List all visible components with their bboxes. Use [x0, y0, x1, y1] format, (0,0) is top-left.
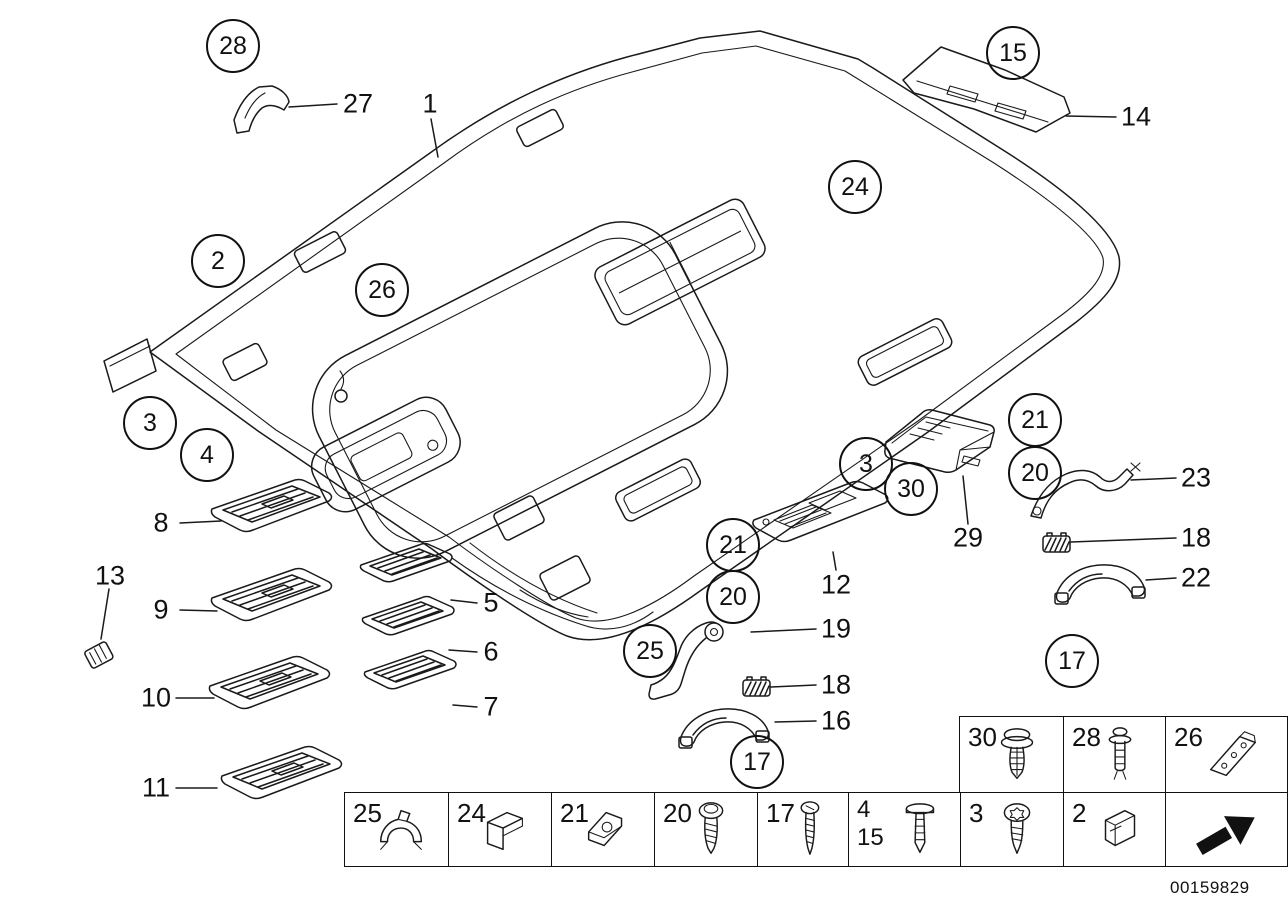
- expanding-rivet-washer-icon: [1000, 727, 1033, 779]
- part-10-sunblind-panel: [208, 655, 331, 710]
- part-9-sunblind-panel: [210, 567, 333, 622]
- callout-18-mid[interactable]: 18: [820, 669, 852, 700]
- callout-9[interactable]: 9: [153, 594, 169, 625]
- callout-29[interactable]: 29: [952, 522, 984, 553]
- callout-17-mid[interactable]: 17: [730, 735, 784, 789]
- legend-cell-number: 2: [1072, 798, 1087, 828]
- callout-1[interactable]: 1: [422, 88, 438, 119]
- callout-10[interactable]: 10: [140, 682, 172, 713]
- headliner-panel: [103, 30, 1121, 641]
- callout-25[interactable]: 25: [623, 624, 677, 678]
- callout-12[interactable]: 12: [820, 569, 852, 600]
- legend-cell-number-top: 4: [857, 796, 871, 823]
- callout-3-mid[interactable]: 3: [839, 437, 893, 491]
- blind-rivet-icon: [1108, 726, 1131, 780]
- legend-cell-number: 28: [1072, 722, 1101, 752]
- mounting-bracket-icon: [1209, 730, 1256, 776]
- legend-cell-17[interactable]: 17: [757, 793, 848, 866]
- callout-26[interactable]: 26: [355, 263, 409, 317]
- legend-cell-number: 21: [560, 798, 589, 828]
- legend-cell-30[interactable]: 30: [960, 717, 1063, 794]
- callout-28[interactable]: 28: [206, 19, 260, 73]
- tapping-screw-icon: [800, 800, 819, 855]
- callout-4[interactable]: 4: [180, 428, 234, 482]
- legend-cell-number: 3: [969, 798, 984, 828]
- legend-cell-number-bottom: 15: [857, 823, 884, 851]
- legend-cell-number: 25: [353, 798, 382, 828]
- callout-20-mid[interactable]: 20: [706, 570, 760, 624]
- callout-20-right[interactable]: 20: [1008, 446, 1062, 500]
- part-22-grab-handle: [1054, 564, 1146, 605]
- part-13-clip: [84, 641, 114, 669]
- callout-3-left[interactable]: 3: [123, 396, 177, 450]
- part-5-cover-panel: [359, 542, 453, 583]
- part-19-bracket: [648, 621, 724, 700]
- legend-cell-25[interactable]: 25: [345, 793, 448, 866]
- callout-14[interactable]: 14: [1120, 101, 1152, 132]
- callout-24[interactable]: 24: [828, 160, 882, 214]
- callout-21-right[interactable]: 21: [1008, 393, 1062, 447]
- callout-16[interactable]: 16: [820, 705, 852, 736]
- legend-cell-26[interactable]: 26: [1165, 717, 1286, 794]
- legend-cell-number: 17: [766, 798, 795, 828]
- legend-table-top: 30 28 26: [959, 716, 1288, 794]
- sheet-metal-clip-icon: [588, 811, 623, 846]
- part-18-clip-mid: [742, 676, 771, 697]
- legend-cell-number: 4 15: [857, 796, 884, 851]
- legend-cell-24[interactable]: 24: [448, 793, 551, 866]
- callout-19[interactable]: 19: [820, 613, 852, 644]
- callout-27[interactable]: 27: [342, 88, 374, 119]
- torx-screw-icon: [1003, 802, 1031, 854]
- legend-cell-28[interactable]: 28: [1063, 717, 1165, 794]
- part-7-cover-panel: [363, 649, 457, 690]
- callout-15[interactable]: 15: [986, 26, 1040, 80]
- legend-cell-number: 24: [457, 798, 486, 828]
- callout-11[interactable]: 11: [141, 772, 171, 803]
- part-23-bracket: [1030, 462, 1141, 519]
- angle-bracket-icon: [486, 811, 524, 850]
- callout-5[interactable]: 5: [483, 587, 499, 618]
- callout-6[interactable]: 6: [483, 636, 499, 667]
- clamp-icon: [379, 809, 422, 850]
- leader-lines: [100, 103, 1177, 789]
- legend-cell-number: 26: [1174, 722, 1203, 752]
- direction-of-travel-arrow-icon: [1196, 815, 1255, 855]
- callout-23[interactable]: 23: [1180, 462, 1212, 493]
- part-11-sunblind-panel: [220, 745, 343, 800]
- legend-cell-4-15[interactable]: 4 15: [848, 793, 960, 866]
- screw-with-washer-icon: [698, 801, 724, 854]
- legend-cell-arrow[interactable]: [1165, 793, 1286, 866]
- callout-8[interactable]: 8: [153, 507, 169, 538]
- callout-17-right[interactable]: 17: [1045, 634, 1099, 688]
- part-8-sunblind-panel: [210, 478, 333, 533]
- part-6-cover-panel: [361, 595, 455, 636]
- document-number: 00159829: [1170, 878, 1250, 897]
- callout-7[interactable]: 7: [483, 691, 499, 722]
- part-27-bracket: [233, 85, 290, 134]
- legend-cell-3[interactable]: 3: [960, 793, 1063, 866]
- callout-13[interactable]: 13: [94, 560, 126, 591]
- legend-cell-number: 30: [968, 722, 997, 752]
- legend-cell-21[interactable]: 21: [551, 793, 654, 866]
- callout-2[interactable]: 2: [191, 234, 245, 288]
- callout-30[interactable]: 30: [884, 462, 938, 516]
- legend-cell-20[interactable]: 20: [654, 793, 757, 866]
- callout-18-right[interactable]: 18: [1180, 522, 1212, 553]
- part-18-clip-right: [1042, 532, 1071, 553]
- legend-cell-number: 20: [663, 798, 692, 828]
- part-14-trim-strip: [902, 46, 1071, 133]
- legend-table-bottom: 25 24 21 20: [344, 792, 1288, 867]
- callout-21-mid[interactable]: 21: [706, 518, 760, 572]
- spring-clip-icon: [1104, 809, 1135, 846]
- expanding-rivet-icon: [905, 802, 935, 853]
- legend-cell-2[interactable]: 2: [1063, 793, 1165, 866]
- callout-22[interactable]: 22: [1180, 562, 1212, 593]
